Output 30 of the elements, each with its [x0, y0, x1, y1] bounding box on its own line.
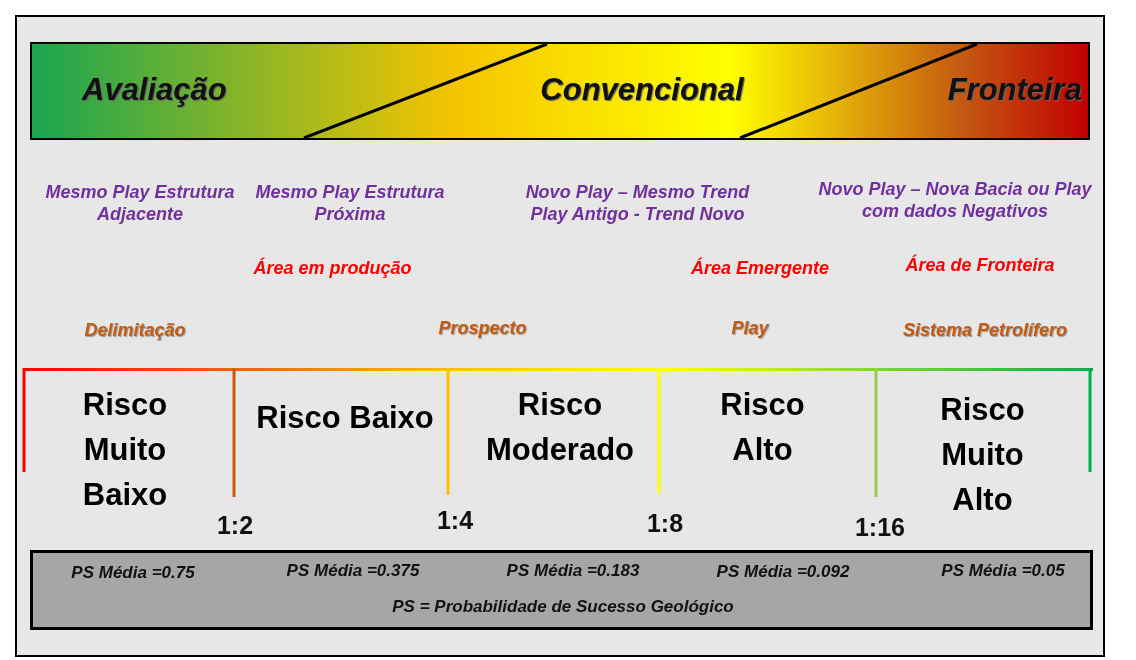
area-label: Área em produção [252, 258, 413, 280]
ratio-label: 1:8 [645, 508, 685, 538]
probability-text: PS Média =0.183 [505, 561, 641, 581]
category-description: Mesmo Play Estrutura Adjacente [44, 182, 236, 226]
ratio-label: 1:16 [853, 512, 906, 542]
category-heading: Fronteira [946, 72, 1082, 108]
stage-label: Delimitação [83, 320, 187, 342]
risk-level: Risco Alto [719, 386, 806, 469]
probability-text: PS Média =0.75 [70, 563, 196, 583]
probability-text: PS Média =0.375 [285, 561, 421, 581]
stage-label: Play [730, 318, 770, 340]
risk-level: Risco Muito Alto [939, 391, 1026, 519]
probability-panel [30, 550, 1093, 630]
risk-level: Risco Moderado [484, 386, 636, 469]
category-description: Mesmo Play Estrutura Próxima [255, 182, 445, 226]
ratio-label: 1:2 [215, 510, 255, 540]
stage-label: Sistema Petrolífero [901, 320, 1069, 342]
stage-label: Prospecto [437, 318, 528, 340]
category-heading: Avaliação [82, 72, 228, 108]
probability-text: PS Média =0.092 [715, 562, 851, 582]
area-label: Área Emergente [689, 258, 831, 280]
category-description: Novo Play – Nova Bacia ou Play com dados Negativos [817, 179, 1093, 223]
risk-level: Risco Muito Baixo [81, 386, 169, 514]
probability-text: PS = Probabilidade de Sucesso Geológico [391, 597, 735, 617]
risk-level: Risco Baixo [255, 399, 435, 437]
category-heading: Convencional [539, 72, 745, 108]
category-description: Novo Play – Mesmo Trend Play Antigo - Trend Novo [524, 182, 751, 226]
ratio-label: 1:4 [435, 505, 475, 535]
area-label: Área de Fronteira [904, 255, 1056, 277]
probability-text: PS Média =0.05 [940, 561, 1066, 581]
